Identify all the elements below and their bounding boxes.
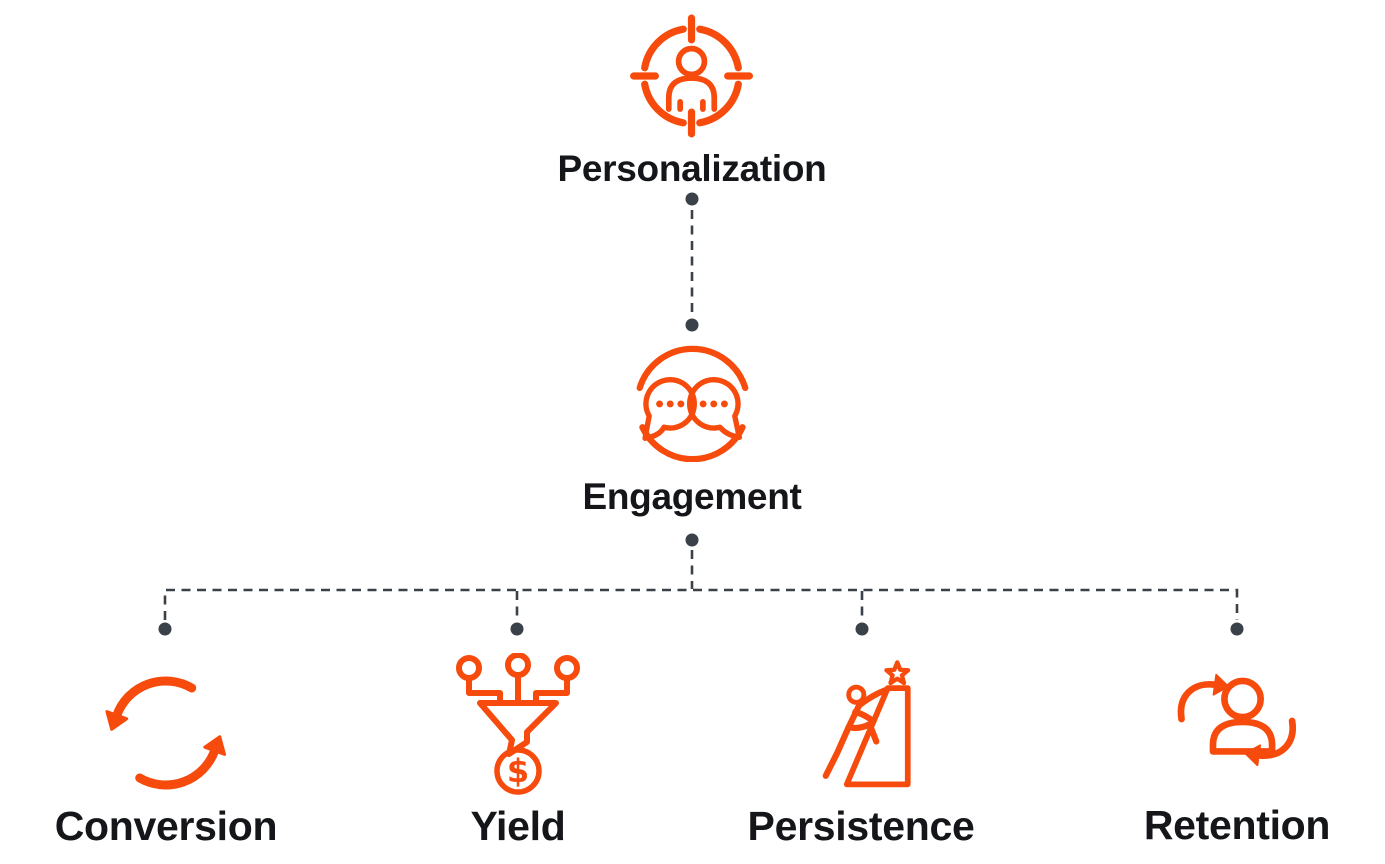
node-label-personalization: Personalization bbox=[557, 148, 827, 189]
node-conversion: Conversion bbox=[55, 663, 278, 849]
wall-shape bbox=[843, 685, 911, 788]
speech-bubbles-icon bbox=[636, 345, 748, 462]
connector-branch-line bbox=[163, 588, 1239, 620]
chat-bubbles bbox=[641, 377, 742, 441]
connector-dot bbox=[685, 533, 699, 547]
node-label-engagement: Engagement bbox=[582, 476, 802, 517]
cycle-arrows bbox=[1177, 673, 1297, 767]
node-label-yield: Yield bbox=[470, 803, 566, 849]
target-ring bbox=[630, 14, 754, 138]
bubble-dots bbox=[655, 400, 728, 408]
connector-personalization-engagement bbox=[685, 192, 699, 332]
node-label-conversion: Conversion bbox=[54, 803, 278, 849]
connector-dot bbox=[685, 192, 699, 206]
target-user-icon bbox=[630, 14, 754, 138]
connector-dot bbox=[685, 318, 699, 332]
node-engagement: Engagement bbox=[582, 342, 802, 518]
node-label-persistence: Persistence bbox=[747, 803, 975, 849]
arrowheads bbox=[105, 710, 227, 756]
connector-dot bbox=[1230, 622, 1244, 636]
person-glyph bbox=[666, 45, 718, 112]
node-persistence: Persistence bbox=[748, 649, 975, 849]
connector-dot bbox=[855, 622, 869, 636]
connector-dot bbox=[510, 622, 524, 636]
node-personalization: Personalization bbox=[558, 14, 827, 190]
person-glyph bbox=[1209, 677, 1276, 755]
node-retention: Retention bbox=[1144, 659, 1330, 848]
connector-dot bbox=[158, 622, 172, 636]
node-yield: $ Yield bbox=[455, 653, 581, 849]
coin-circle bbox=[494, 747, 542, 795]
cycle-arcs bbox=[112, 676, 220, 790]
climber-wall-star-icon bbox=[822, 660, 911, 788]
sync-arrows-icon bbox=[105, 676, 227, 790]
user-refresh-icon bbox=[1177, 673, 1297, 767]
star-icon bbox=[884, 660, 911, 686]
connector-engagement-children bbox=[158, 533, 1244, 636]
funnel-glyph bbox=[456, 653, 580, 757]
dollar-glyph: $ bbox=[507, 752, 529, 790]
node-label-retention: Retention bbox=[1143, 802, 1331, 848]
climber-figure bbox=[822, 684, 889, 779]
funnel-dollar-icon: $ bbox=[456, 653, 580, 795]
enclosing-arcs bbox=[636, 345, 748, 462]
